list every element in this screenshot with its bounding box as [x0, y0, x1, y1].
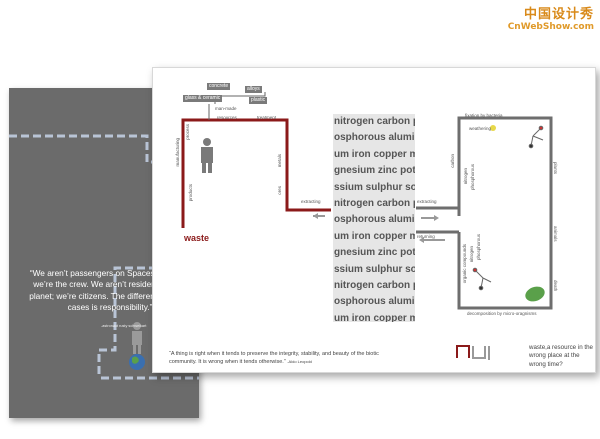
label-extracting-right: extracting	[417, 199, 437, 204]
label-process: process	[185, 124, 190, 140]
label-organic-compounds: organic compounds	[462, 244, 467, 284]
input-glass-ceramic: glass & ceramic	[183, 95, 223, 102]
label-ores: ores	[277, 186, 282, 195]
label-phosphorous-bottom: phosphorous	[476, 234, 481, 261]
label-death: death	[553, 280, 558, 292]
earth-icon	[129, 354, 145, 370]
element-line: osphorous alumini	[334, 296, 415, 308]
logo-icon	[456, 345, 490, 360]
label-products: products	[188, 184, 193, 202]
cycle-diagram	[181, 92, 553, 360]
input-alloys: alloys	[245, 86, 262, 93]
label-plants: plants	[553, 162, 558, 175]
caption: waste,a resource in the wrong place at t…	[529, 344, 593, 368]
input-plastic: plastic	[249, 97, 268, 104]
label-animals: animals	[553, 226, 558, 242]
element-line: um iron copper ma	[334, 312, 415, 322]
right-loop-path	[457, 116, 553, 310]
label-returning: returning	[417, 234, 435, 239]
bottom-quote-text: “A thing is right when it tends to prese…	[169, 351, 379, 365]
element-line: osphorous alumini	[334, 132, 415, 144]
waste-label: waste	[184, 233, 210, 243]
front-card: nitrogen carbon ph osphorous alumini um …	[152, 67, 596, 373]
label-decomposition: decomposition by micro-oragnisms	[467, 311, 537, 316]
site-watermark: 中国设计秀 CnWebShow.com	[508, 3, 594, 32]
label-phosphorous-top: phosphorous	[470, 164, 475, 191]
manmade-label: man-made	[215, 106, 237, 111]
element-line: osphorous alumini	[334, 214, 415, 226]
person-icon	[132, 322, 142, 354]
bottom-quote-attribution: -Aldo Leopold	[287, 359, 312, 364]
label-nitrogen-bottom: nitrogen	[469, 246, 474, 263]
back-quote: “We aren’t passengers on Spaceship Earth…	[29, 268, 191, 313]
label-weathering: weathering	[469, 126, 492, 131]
element-line: gnesium zinc pota	[334, 165, 415, 177]
element-line: nitrogen carbon ph	[334, 280, 415, 292]
sun-icon	[490, 125, 496, 131]
watermark-cn: 中国设计秀	[523, 7, 594, 22]
element-line: ssium sulphur sod	[334, 263, 415, 275]
back-quote-attribution: -astronaut rusty schweikart	[101, 324, 147, 328]
label-treatment: treatment	[257, 115, 277, 120]
label-carbon: carbon	[450, 154, 455, 168]
label-manufacturing: manufacturing	[175, 138, 180, 167]
label-extracting-left: extracting	[301, 199, 321, 204]
label-metals: metals	[277, 154, 282, 168]
element-line: um iron copper ma	[334, 148, 415, 160]
elements-column: nitrogen carbon ph osphorous alumini um …	[333, 114, 415, 322]
label-fixation: fixation by bacteria	[465, 113, 503, 118]
watermark-en: CnWebShow.com	[507, 22, 594, 32]
input-concrete: concrete	[207, 83, 231, 90]
bottom-quote: “A thing is right when it tends to prese…	[169, 350, 399, 366]
element-line: um iron copper ma	[334, 230, 415, 242]
element-line: nitrogen carbon ph	[334, 116, 415, 127]
leaf-icon	[525, 286, 545, 302]
label-nitrogen-top: nitrogen	[463, 168, 468, 185]
molecule-icon	[472, 267, 492, 291]
molecule-icon	[528, 125, 544, 149]
person-icon	[201, 138, 213, 173]
label-resources: resources	[217, 115, 237, 120]
element-line: nitrogen carbon ph	[334, 198, 415, 210]
element-line: ssium sulphur sod	[334, 181, 415, 193]
element-line: gnesium zinc pota	[334, 247, 415, 259]
